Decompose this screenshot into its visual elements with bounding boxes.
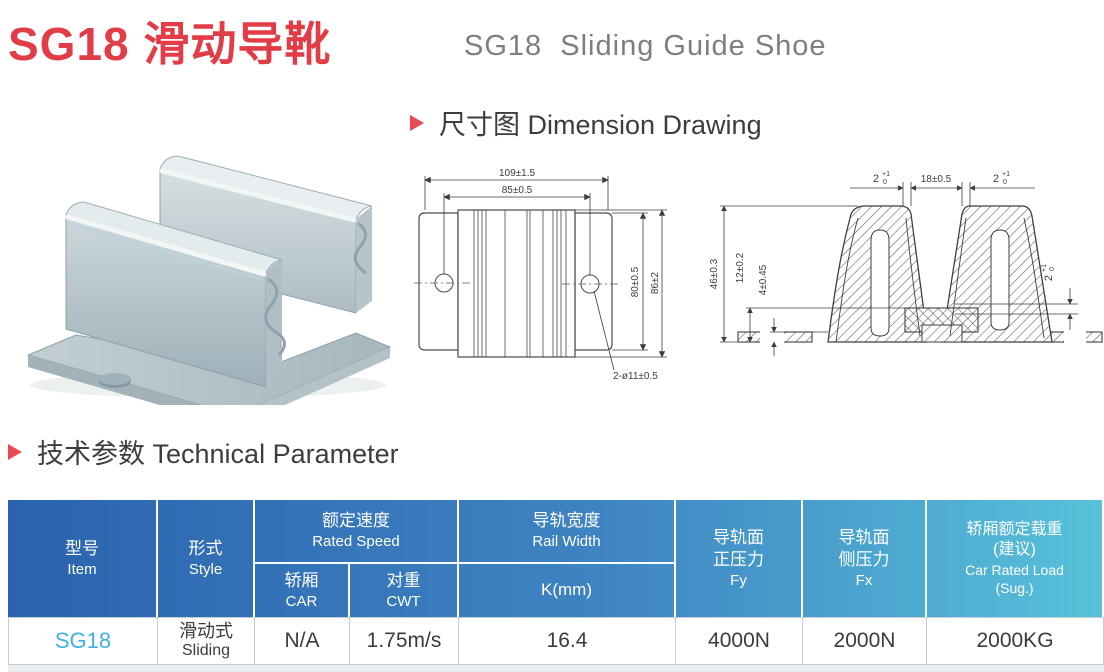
dim-holes: 2-ø11±0.5: [613, 371, 658, 382]
dim-lip-right: 2 +1 0: [993, 171, 1010, 186]
dim-lip-floor: 2 +1 0: [1041, 264, 1056, 281]
section-technical-label: 技术参数 Technical Parameter: [37, 439, 399, 469]
dim-4: 4±0.45: [758, 264, 769, 295]
dim-18: 18±0.5: [921, 174, 952, 185]
cell-rated-load: 2000KG: [927, 617, 1104, 665]
page-subtitle: SG18 Sliding Guide Shoe: [464, 30, 827, 62]
dim-12: 12±0.2: [735, 252, 746, 283]
product-photo: [26, 155, 392, 405]
triangle-bullet-icon: [8, 443, 22, 460]
dim-80: 80±0.5: [630, 266, 641, 297]
svg-text:2: 2: [1043, 275, 1055, 281]
front-view-drawing: 109±1.5 85±0.5 80±0.5 86±2 2-ø11±0.5: [414, 168, 667, 382]
dim-lip-left: 2 +1 0: [873, 171, 890, 186]
dim-86: 86±2: [650, 271, 661, 294]
cell-fy: 4000N: [676, 617, 803, 665]
section-dimension-drawing: 尺寸图 Dimension Drawing: [410, 103, 762, 142]
section-dimension-label: 尺寸图 Dimension Drawing: [439, 110, 762, 140]
svg-text:+1: +1: [1041, 264, 1048, 272]
cell-fx: 2000N: [803, 617, 927, 665]
triangle-bullet-icon: [410, 114, 424, 131]
col-header-k-mm: K(mm): [459, 562, 676, 617]
svg-text:2: 2: [873, 173, 879, 185]
dim-46: 46±0.3: [709, 258, 720, 289]
svg-text:0: 0: [1003, 179, 1007, 186]
section-technical-parameter: 技术参数 Technical Parameter: [8, 432, 399, 471]
col-header-rated-load: 轿厢额定载重(建议) Car Rated Load(Sug.): [927, 500, 1104, 617]
cell-rail-width: 16.4: [459, 617, 676, 665]
svg-text:+1: +1: [1002, 171, 1010, 178]
svg-text:0: 0: [1049, 267, 1056, 271]
svg-text:+1: +1: [882, 171, 890, 178]
cell-model: SG18: [8, 617, 158, 665]
svg-text:2: 2: [993, 173, 999, 185]
cell-car-speed: N/A: [255, 617, 350, 665]
table-footer-strip: [8, 665, 1104, 672]
cell-cwt-speed: 1.75m/s: [350, 617, 459, 665]
dim-109: 109±1.5: [499, 168, 536, 179]
svg-text:0: 0: [883, 179, 887, 186]
cross-section-drawing: 18±0.5 2 +1 0 2 +1 0 46±0.3 12±0.2 4±0.4…: [709, 171, 1103, 356]
dim-85: 85±0.5: [502, 185, 533, 196]
page-title: SG18 滑动导靴: [8, 18, 332, 70]
